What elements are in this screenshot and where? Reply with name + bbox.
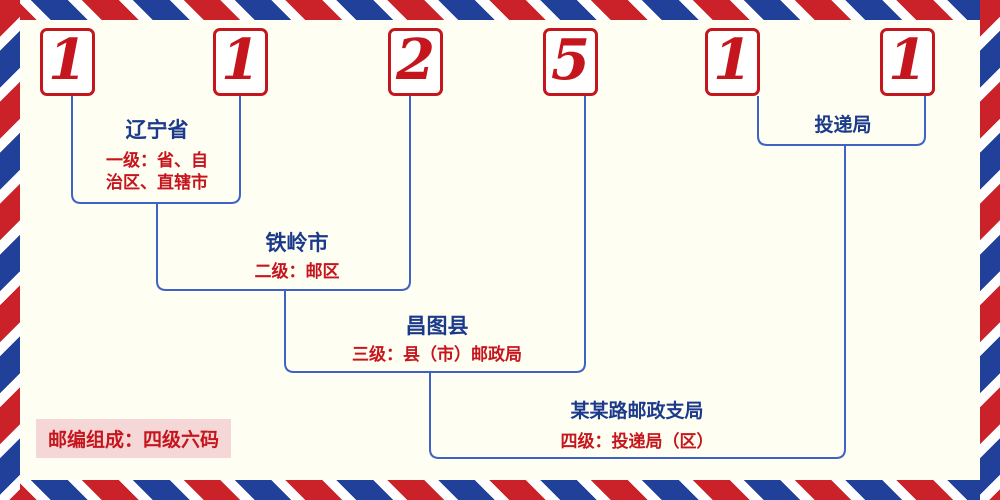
airmail-border-top (0, 0, 1000, 20)
level3-desc: 三级：县（市）邮政局 (352, 345, 522, 365)
digit-box-1: 1 (40, 28, 95, 96)
digit-6: 1 (888, 27, 927, 93)
digit-box-5: 1 (705, 28, 760, 96)
delivery-office-label: 投递局 (814, 114, 872, 136)
level4-place-label: 某某路邮政支局 (570, 400, 704, 422)
level2-place-label: 铁岭市 (265, 231, 329, 255)
digit-2: 1 (221, 27, 260, 93)
level1-desc-line1: 一级：省、自 (106, 151, 208, 171)
digit-box-3: 2 (388, 28, 443, 96)
level4-desc: 四级：投递局（区） (560, 432, 714, 452)
digit-box-2: 1 (213, 28, 268, 96)
digit-box-4: 5 (543, 28, 598, 96)
digit-5: 1 (713, 27, 752, 93)
footer-note-text: 邮编组成：四级六码 (48, 429, 220, 451)
digit-3: 2 (396, 27, 435, 93)
level2-desc: 二级：邮区 (254, 262, 340, 282)
digit-4: 5 (551, 27, 590, 93)
airmail-border-left (0, 0, 20, 500)
level3-place-label: 昌图县 (405, 314, 469, 338)
airmail-border-bottom (0, 480, 1000, 500)
digit-box-6: 1 (880, 28, 935, 96)
level1-desc-line2: 治区、直辖市 (106, 173, 208, 193)
digit-1: 1 (48, 27, 87, 93)
footer-note: 邮编组成：四级六码 (36, 419, 232, 458)
level1-place-label: 辽宁省 (125, 118, 189, 142)
airmail-border-right (980, 0, 1000, 500)
